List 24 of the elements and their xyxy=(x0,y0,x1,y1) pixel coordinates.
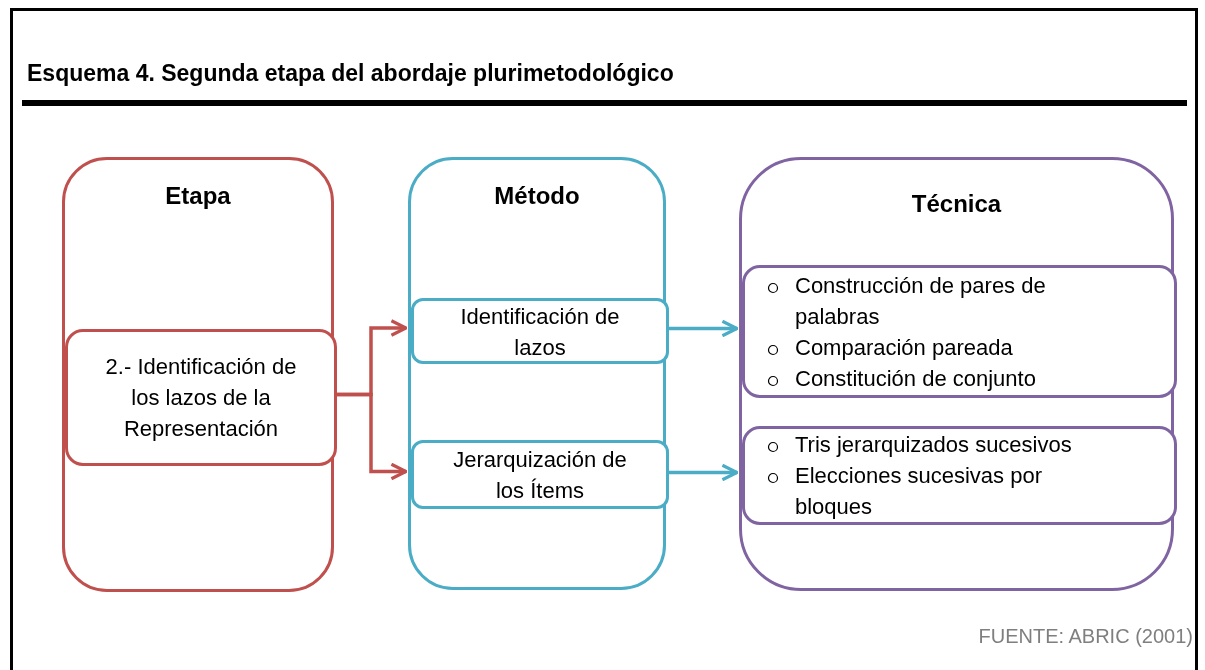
arrow xyxy=(334,392,408,481)
list-item: Constitución de conjunto xyxy=(795,364,1036,393)
process-box xyxy=(742,426,1177,525)
column-heading: Método xyxy=(494,182,580,210)
column-box xyxy=(62,157,334,592)
diagram-title: Esquema 4. Segunda etapa del abordaje plurimetodológico xyxy=(27,60,674,87)
column-box xyxy=(408,157,666,590)
box-text: 2.- Identificación de los lazos de la Representación xyxy=(104,353,298,443)
process-box xyxy=(411,440,669,509)
process-box xyxy=(65,329,337,466)
list-item: Elecciones sucesivas por bloques xyxy=(795,462,1043,521)
list-item: Tris jerarquizados sucesivos xyxy=(795,431,1072,459)
column-heading: Etapa xyxy=(165,182,231,210)
column-box xyxy=(739,157,1174,591)
column-heading: Técnica xyxy=(911,190,1002,218)
process-box xyxy=(411,298,669,364)
source-note: FUENTE: ABRIC (2001) xyxy=(978,625,1193,648)
list-item: Construcción de pares de palabras xyxy=(795,271,1047,331)
arrow xyxy=(666,319,739,338)
arrow xyxy=(666,463,739,482)
box-text: Jerarquización de los Ítems xyxy=(452,445,628,505)
list-item: Comparación pareada xyxy=(795,333,1013,362)
box-text: Identificación de lazos xyxy=(459,303,621,362)
process-box xyxy=(742,265,1177,398)
